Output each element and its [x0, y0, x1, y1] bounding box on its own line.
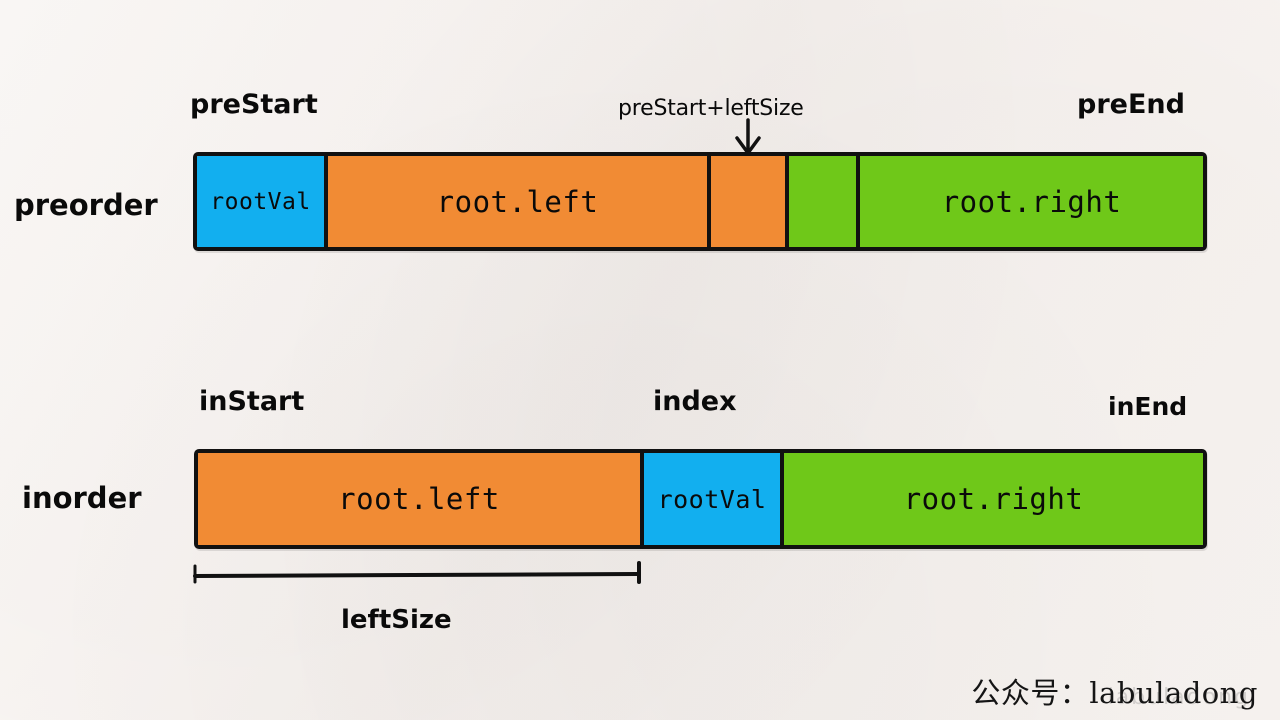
- preorder-segment-rootval: rootVal: [197, 156, 328, 247]
- preorder-segment-left-tail: [711, 156, 789, 247]
- preorder-row-label: preorder: [14, 188, 158, 222]
- preorder-array-bar: rootVal root.left root.right: [193, 152, 1207, 251]
- pointer-label-preend: preEnd: [1077, 89, 1185, 120]
- inorder-segment-root-right-label: root.right: [903, 482, 1084, 516]
- pointer-label-inend: inEnd: [1108, 392, 1188, 421]
- preorder-segment-root-left: root.left: [328, 156, 711, 247]
- leftsize-measure-bracket-icon: [193, 561, 641, 584]
- preorder-segment-root-left-label: root.left: [436, 184, 599, 219]
- pointer-label-prestart: preStart: [190, 89, 318, 120]
- preorder-segment-root-right: root.right: [860, 156, 1203, 247]
- pointer-label-instart: inStart: [199, 386, 305, 417]
- pointer-label-prestart-plus-leftsize: preStart+leftSize: [618, 96, 804, 121]
- inorder-segment-root-right: root.right: [784, 453, 1203, 545]
- inorder-row-label: inorder: [22, 481, 142, 515]
- inorder-segment-rootval: rootVal: [644, 453, 784, 545]
- pointer-label-index: index: [653, 386, 737, 417]
- footer-credit-text: 公众号：labuladong: [971, 676, 1258, 710]
- inorder-array-bar: root.left rootVal root.right: [194, 449, 1207, 549]
- preorder-segment-rootval-label: rootVal: [210, 188, 311, 215]
- leftsize-measure-label: leftSize: [341, 605, 452, 635]
- inorder-segment-root-left: root.left: [198, 453, 644, 545]
- preorder-segment-root-right-label: root.right: [941, 184, 1122, 219]
- preorder-segment-right-head: [789, 156, 860, 247]
- inorder-segment-rootval-label: rootVal: [657, 484, 767, 514]
- inorder-segment-root-left-label: root.left: [338, 482, 500, 516]
